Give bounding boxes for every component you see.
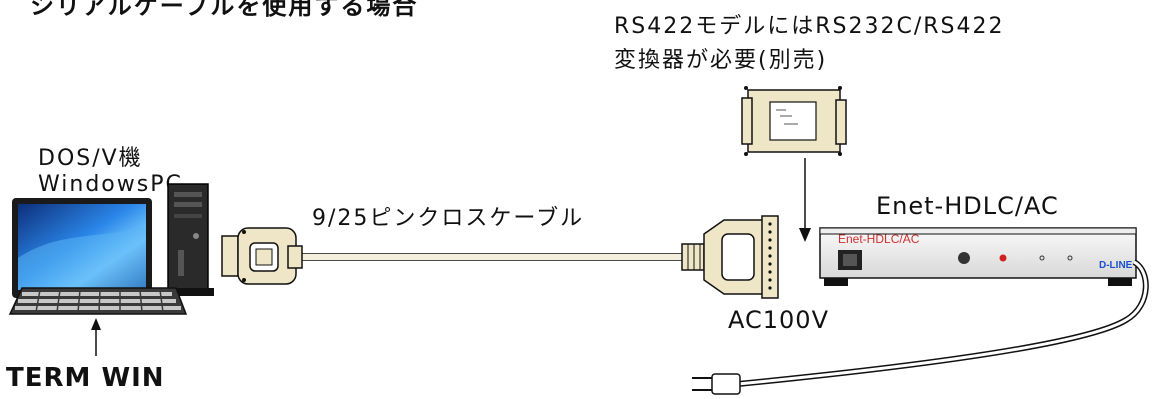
converter-icon (741, 86, 847, 242)
diagram-heading: シリアルケーブルを使用する場合 (30, 0, 419, 20)
device-title: Enet-HDLC/AC (876, 192, 1059, 220)
device-box-icon (819, 227, 1137, 286)
device-logo: D-LINE (1099, 260, 1133, 271)
software-arrow (91, 318, 101, 356)
cross-cable (300, 253, 690, 261)
software-label: TERM WIN (6, 363, 165, 393)
db9-connector-icon (221, 227, 303, 285)
pc-type-label-line1: DOS/V機 (38, 146, 143, 171)
converter-note-line1: RS422モデルにはRS232C/RS422 (614, 14, 1005, 39)
desktop-pc-icon (12, 183, 214, 314)
power-plug-icon (692, 373, 741, 395)
db25-connector-icon (681, 215, 779, 299)
power-cord (737, 259, 1149, 387)
power-label: AC100V (728, 306, 829, 334)
keyboard-icon (8, 287, 188, 315)
converter-note-line2: 変換器が必要(別売) (614, 48, 828, 73)
cable-label: 9/25ピンクロスケーブル (312, 206, 585, 231)
pc-type-label-line2: WindowsPC (38, 172, 183, 197)
device-front-label: Enet-HDLC/AC (838, 232, 920, 246)
